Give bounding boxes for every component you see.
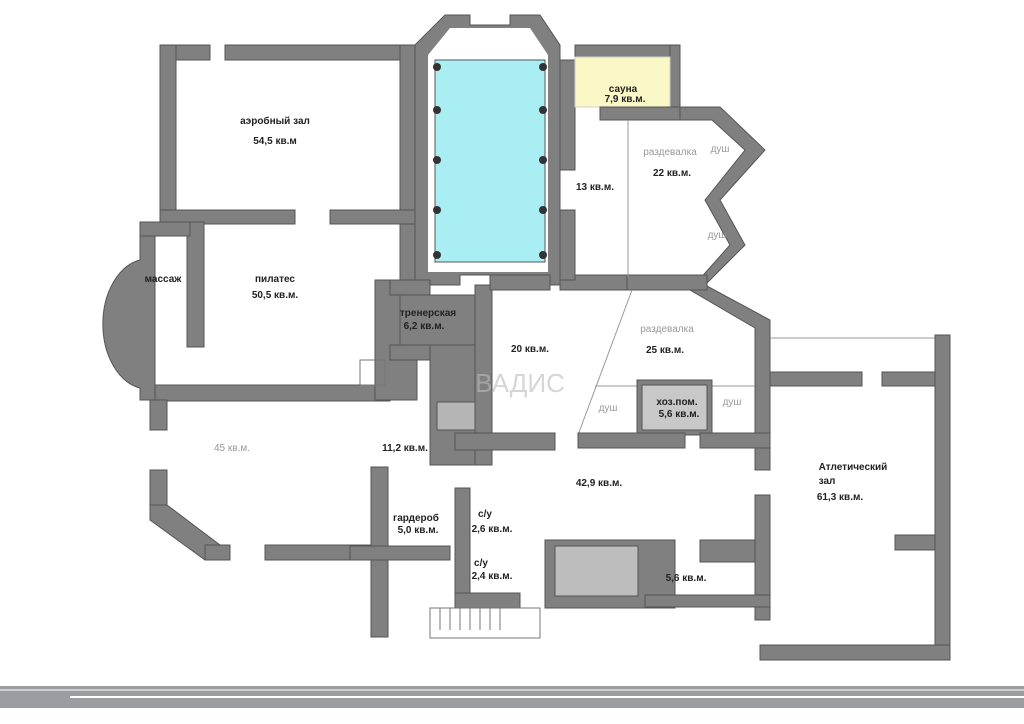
wall (699, 539, 756, 563)
wall (759, 644, 951, 661)
room45-area: 45 кв.м. (214, 443, 250, 454)
wall (881, 371, 938, 387)
wardrobe-area: 5,0 кв.м. (398, 525, 439, 536)
wall (154, 384, 391, 402)
room5-6-area: 5,6 кв.м. (666, 573, 707, 584)
room20-area: 20 кв.м. (511, 344, 549, 355)
wall (159, 209, 296, 225)
wall (159, 44, 177, 226)
changing1-shower1: душ (711, 144, 730, 155)
athletic-area: 61,3 кв.м. (817, 492, 864, 503)
wall (329, 209, 416, 225)
wall (626, 274, 708, 291)
sauna-name: сауна (609, 84, 638, 95)
pool (434, 59, 546, 263)
pilates-name: пилатес (255, 274, 295, 285)
wall (149, 469, 168, 511)
wall (934, 334, 951, 661)
utility-name: хоз.пом. (656, 397, 697, 408)
wall (577, 432, 686, 449)
wall (454, 432, 556, 451)
wc1-name: с/у (478, 509, 492, 520)
stairs (359, 359, 541, 639)
hall42-area: 42,9 кв.м. (576, 478, 623, 489)
changing2-area: 25 кв.м. (646, 345, 684, 356)
changing2-shower1: душ (599, 403, 618, 414)
athletic-name-1: Атлетический (819, 462, 888, 473)
partition (577, 289, 633, 436)
trainer-room (399, 294, 476, 346)
utility-area: 5,6 кв.м. (659, 409, 700, 420)
sauna (574, 56, 671, 108)
changing1-shower2: душ (708, 230, 727, 241)
shaft (554, 545, 639, 597)
aerobic-name: аэробный зал (240, 115, 310, 127)
athletic-name-2: зал (819, 476, 836, 487)
wc2-name: с/у (474, 558, 488, 569)
wall (574, 44, 681, 58)
wardrobe-name: гардероб (393, 512, 439, 524)
watermark: ВАДИС (475, 368, 565, 398)
trainer-area: 6,2 кв.м. (404, 321, 445, 332)
wall (399, 44, 416, 286)
wall (669, 44, 681, 111)
corridor13-area: 13 кв.м. (576, 182, 614, 193)
massage-apse-wall (102, 235, 156, 401)
wc2-area: 2,4 кв.м. (472, 571, 513, 582)
wall (599, 106, 681, 121)
wall (454, 487, 471, 609)
massage-name: массаж (145, 274, 183, 285)
changing2-name: раздевалка (640, 324, 694, 335)
changing2-shower2: душ (723, 397, 742, 408)
changing1-name: раздевалка (643, 147, 697, 158)
wc1-area: 2,6 кв.м. (472, 524, 513, 535)
wall (644, 594, 771, 608)
pool-columns (433, 63, 547, 259)
wall (204, 544, 231, 561)
wall (186, 221, 205, 348)
changing1-area: 22 кв.м. (653, 168, 691, 179)
wall (389, 344, 431, 361)
sauna-area: 7,9 кв.м. (605, 94, 646, 105)
wall (699, 432, 771, 449)
pilates-area: 50,5 кв.м. (252, 290, 299, 301)
shaft (436, 401, 476, 431)
wall (559, 209, 576, 281)
aerobic-area: 54,5 кв.м (253, 136, 297, 147)
hall11-area: 11,2 кв.м. (382, 443, 428, 454)
wall (489, 274, 551, 291)
wall (139, 221, 191, 237)
wall (224, 44, 416, 61)
wall (894, 534, 936, 551)
wall (349, 545, 451, 561)
utility-room-fill (641, 384, 708, 431)
wall (149, 399, 168, 431)
wall (389, 279, 431, 296)
trainer-name: тренерская (400, 308, 456, 319)
wall (454, 592, 521, 609)
wall (769, 371, 863, 387)
wall (559, 59, 576, 171)
